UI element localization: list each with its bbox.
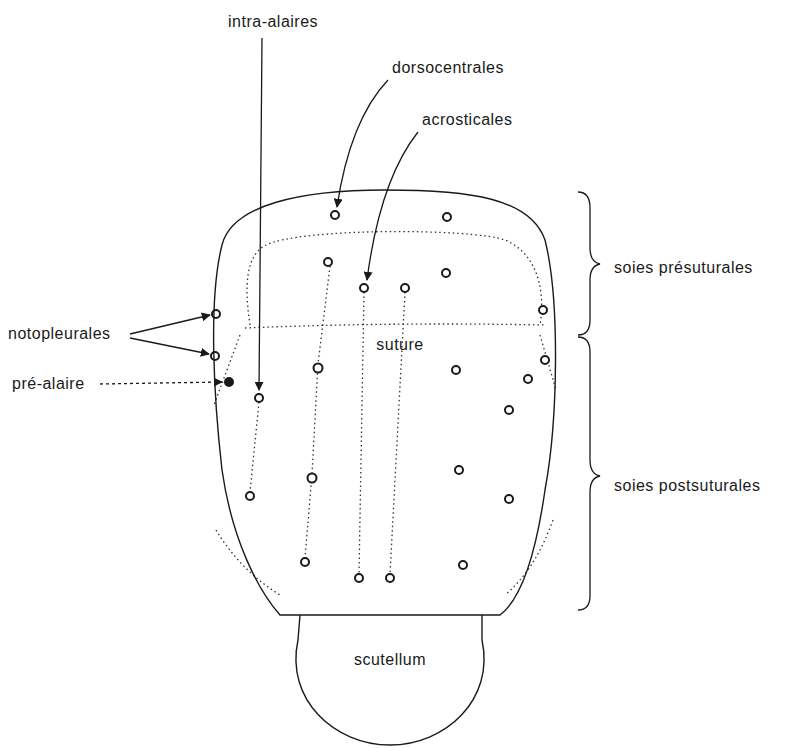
leader-line <box>367 132 418 280</box>
bristle-label: dorsocentrales <box>392 58 504 77</box>
bristle <box>443 213 451 221</box>
suture-line <box>245 324 545 328</box>
bristle <box>308 474 317 483</box>
bristle <box>211 352 219 360</box>
outline-shape <box>280 612 500 746</box>
bristle <box>246 492 254 500</box>
bristle <box>401 284 409 292</box>
part-name: scutellum <box>354 650 426 669</box>
part-name: suture <box>376 335 423 354</box>
outline-shape <box>200 182 570 622</box>
bristle <box>314 364 323 373</box>
scutellum-outline: scutellum <box>280 612 500 746</box>
bristle-label: soies présuturales <box>614 258 753 277</box>
bristle-label: soies postsuturales <box>614 476 760 495</box>
bristle <box>539 306 547 314</box>
bristle <box>386 574 394 582</box>
presutural-zone <box>247 232 542 325</box>
bristle <box>360 284 368 292</box>
side-line <box>540 335 556 390</box>
bristle-row <box>250 402 259 492</box>
leader-line <box>130 338 209 354</box>
bristle <box>541 356 549 364</box>
bristle <box>459 561 467 569</box>
bristle-row <box>359 292 364 574</box>
corner-line <box>505 520 553 595</box>
bristle-row <box>305 266 330 558</box>
bristle-label: acrosticales <box>422 110 512 129</box>
bristle <box>301 558 309 566</box>
bracket <box>578 337 600 610</box>
bristle <box>505 495 513 503</box>
bristle <box>331 211 339 219</box>
bristle-row <box>390 292 405 574</box>
bristle <box>225 378 233 386</box>
bristle-label: notopleurales <box>8 324 111 343</box>
leader-line <box>100 382 222 384</box>
leader-line <box>259 38 262 390</box>
bristle-label: intra-alaires <box>228 12 318 31</box>
bristle <box>324 258 332 266</box>
thorax-outline: suture <box>200 182 570 622</box>
bristle <box>255 394 263 402</box>
bristle <box>355 574 363 582</box>
bristle <box>455 466 463 474</box>
leader-line <box>337 80 388 207</box>
bristle <box>442 269 450 277</box>
bristle <box>505 406 513 414</box>
bracket <box>578 192 600 335</box>
bristle-label: pré-alaire <box>12 374 85 393</box>
side-line <box>214 335 240 405</box>
leader-line <box>130 315 210 334</box>
bristle <box>452 366 460 374</box>
bristle <box>524 375 532 383</box>
